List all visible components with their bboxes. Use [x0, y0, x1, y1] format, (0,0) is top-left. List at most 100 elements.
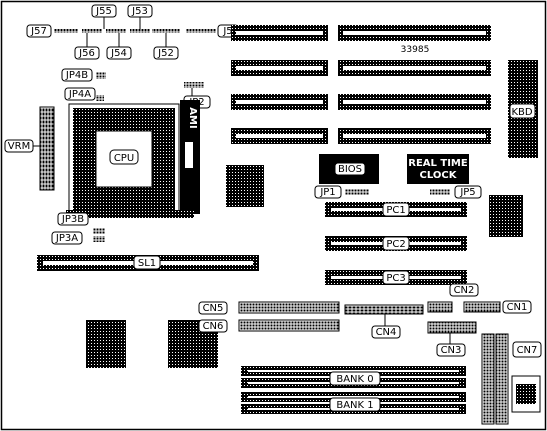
simm-slot-1-gap: [248, 370, 459, 372]
jp4a-label-box: [64, 87, 96, 101]
power-connector-2: [495, 333, 509, 425]
cn6-label: CN6: [203, 321, 224, 332]
vrm-header: [39, 106, 55, 191]
pci-slots: PC1 PC2 PC3: [325, 202, 467, 285]
bios-chip: BIOS: [319, 154, 379, 184]
ami-label: AMI: [187, 107, 198, 128]
kbd-label-box: [509, 103, 536, 119]
cpu-label: CPU: [114, 153, 134, 164]
isa-slot-1b-gap: [343, 31, 486, 35]
isa-slot-4a-gap: [236, 134, 323, 138]
j55-label: J55: [95, 6, 112, 17]
sl1-slot: SL1: [37, 255, 259, 271]
isa-slot-4b-gap: [343, 134, 486, 138]
jp4a-pins: [96, 95, 104, 101]
jp4-jumpers: JP4B JP4A: [61, 68, 106, 101]
cn4-label: CN4: [376, 327, 397, 338]
pc1-label-box: [382, 202, 410, 217]
keyboard-connector: KBD: [508, 60, 538, 158]
jp5-label-box: [454, 185, 482, 199]
rtc-label-line2: CLOCK: [420, 170, 458, 181]
cpu-lever-highlight: [185, 142, 193, 168]
upper-isa-slots: [231, 25, 491, 144]
cn5-header: [238, 301, 340, 314]
j56-label: J56: [78, 48, 95, 59]
cpu-label-box: [109, 149, 139, 165]
isa-slot-2a-gap: [236, 66, 323, 70]
cn2-header: [427, 301, 453, 313]
cn2-label: CN2: [454, 285, 475, 296]
jp3b-label-box: [57, 212, 89, 226]
bios-label: BIOS: [338, 164, 362, 175]
kbd-label: KBD: [511, 107, 532, 118]
cn7-label-box: [512, 341, 542, 358]
cn6-label-box: [198, 319, 228, 333]
top-jumper-labels: J57 J55 J53 J5 J56 J54 J52: [26, 4, 239, 60]
pc3-label-box: [382, 270, 410, 285]
isa-slot-1a-gap: [236, 31, 323, 35]
jp3a-pins: [93, 236, 105, 242]
j56-header: [82, 29, 102, 33]
jp3b-pins: [93, 228, 105, 234]
bank0-label-box: [329, 371, 381, 386]
jp1-pins: [345, 189, 369, 195]
cn4-label-box: [371, 325, 401, 339]
jp2-pins: [184, 82, 204, 88]
jp4a-label: JP4A: [68, 89, 91, 100]
isa-slot-2b-gap: [343, 66, 486, 70]
cn1-label: CN1: [507, 302, 528, 313]
cn5-label-box: [198, 301, 228, 315]
pc2-label-box: [382, 236, 410, 251]
bank1-label: BANK 1: [336, 400, 373, 411]
pc3-label: PC3: [386, 273, 405, 284]
pc1-label: PC1: [386, 205, 405, 216]
cpu-base-strip: [66, 210, 194, 218]
cn6-header: [238, 319, 340, 332]
chipset-north: [226, 165, 264, 207]
cn1-header: [463, 301, 501, 313]
cn1-label-box: [502, 300, 532, 314]
sl1-label: SL1: [138, 258, 156, 269]
bank0-label: BANK 0: [336, 374, 373, 385]
cn3-label: CN3: [441, 345, 462, 356]
j57-header: [54, 29, 78, 33]
cn3-header: [427, 321, 477, 334]
simm-slot-3-gap: [248, 396, 459, 398]
bank1-label-box: [329, 397, 381, 412]
vrm-label: VRM: [8, 141, 30, 152]
j5-header: [186, 29, 216, 33]
jp5-label: JP5: [459, 187, 475, 198]
j54-header: [106, 29, 126, 33]
chipset-right: [489, 195, 523, 237]
board-id: 33985: [401, 45, 430, 55]
jp4b-label-box: [61, 68, 93, 82]
cn5-label: CN5: [203, 303, 224, 314]
cn5-cn6-headers: CN5 CN6: [198, 301, 340, 333]
cn7-label: CN7: [517, 345, 538, 356]
vrm-module: VRM: [4, 106, 55, 191]
jp3b-label: JP3B: [61, 214, 84, 225]
sl1-label-box: [133, 255, 161, 270]
top-jumper-row: [54, 29, 216, 33]
jp4b-pins: [96, 72, 106, 79]
j54-label: J54: [110, 48, 127, 59]
power-connector-1: [481, 333, 495, 425]
pc2-label: PC2: [386, 239, 405, 250]
cn7-connector-inner: [516, 384, 536, 404]
j53-header: [130, 29, 150, 33]
chipset-left: [86, 320, 126, 368]
j57-label: J57: [30, 26, 47, 37]
real-time-clock: REAL TIME CLOCK: [407, 154, 469, 184]
jp4b-label: JP4B: [65, 70, 88, 81]
j53-label: J53: [131, 6, 148, 17]
j57-label-box: [26, 24, 52, 38]
cn2-label-box: [449, 283, 479, 297]
cpu-socket: CPU AMI: [66, 100, 200, 218]
jp1-label: JP1: [319, 187, 335, 198]
j52-label: J52: [157, 48, 174, 59]
rtc-label-line1: REAL TIME: [408, 158, 468, 169]
rtc-body: [407, 154, 469, 184]
j5-label: J5: [222, 26, 232, 37]
memory-banks: BANK 0 BANK 1: [241, 366, 466, 414]
